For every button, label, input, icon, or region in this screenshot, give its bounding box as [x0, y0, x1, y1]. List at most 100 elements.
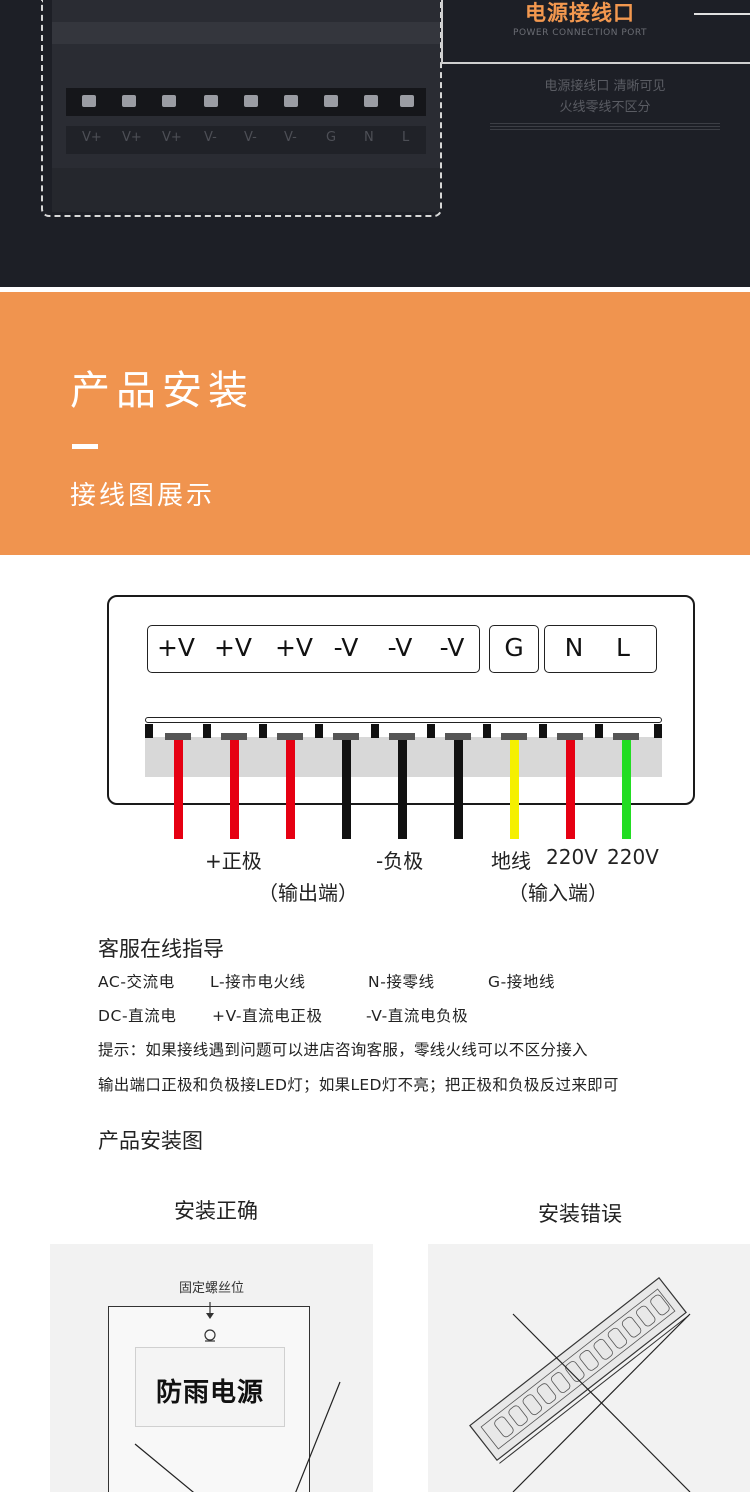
photo-terminal-label: V-: [244, 130, 257, 145]
port-section: V+ V+ V+ V- V- V- G N L 电源接线口 POWER CONN…: [0, 0, 750, 287]
wire-positive: [174, 740, 183, 839]
terminal-screw: [400, 95, 414, 107]
photo-terminal-label: G: [326, 130, 337, 145]
terminal-divider: [427, 724, 435, 738]
terminal-screw: [389, 733, 415, 740]
terminal-divider: [539, 724, 547, 738]
terminal-screw: [445, 733, 471, 740]
terminal-screw: [284, 95, 298, 107]
terminal-screw: [277, 733, 303, 740]
correct-install-image: 固定螺丝位 防雨电源: [50, 1244, 373, 1492]
terminal-label: +V: [156, 633, 196, 662]
terminal-screw: [324, 95, 338, 107]
keyhole-icon: [204, 1329, 216, 1341]
wire-positive: [230, 740, 239, 839]
terminal-screw: [204, 95, 218, 107]
photo-terminal-label: V+: [162, 130, 182, 145]
photo-terminal-label: V+: [82, 130, 102, 145]
terminal-label: -V: [387, 633, 413, 662]
negative-label: -负极: [376, 849, 424, 873]
product-label: 防雨电源: [155, 1378, 264, 1408]
port-subtitle: POWER CONNECTION PORT: [513, 28, 647, 38]
guide-heading: 客服在线指导: [98, 937, 224, 961]
wire-live: [566, 740, 575, 839]
legend-dc-negative: -V-直流电负极: [366, 1007, 469, 1025]
photo-label-row: [66, 126, 426, 154]
input-terminal-box: [544, 625, 657, 673]
wrong-install-image: [428, 1244, 750, 1492]
legend-ground: G-接地线: [488, 973, 556, 991]
terminal-label: -V: [439, 633, 465, 662]
photo-terminal-label: V-: [204, 130, 217, 145]
banner-divider: [72, 444, 98, 449]
screw-position-label: 固定螺丝位: [178, 1281, 244, 1296]
wrong-caption: 安装错误: [538, 1202, 622, 1226]
terminal-divider: [145, 724, 153, 738]
wire-negative: [398, 740, 407, 839]
wire-ground: [510, 740, 519, 839]
terminal-screw: [333, 733, 359, 740]
wire-negative: [342, 740, 351, 839]
ground-terminal-box: [489, 625, 539, 673]
legend-dc-positive: +V-直流电正极: [212, 1007, 323, 1025]
install-heading: 产品安装图: [98, 1129, 203, 1153]
terminal-label: -V: [333, 633, 359, 662]
port-description-2: 火线零线不区分: [559, 100, 651, 115]
port-description-1: 电源接线口 清晰可见: [544, 79, 666, 94]
wrong-install-drawing: [469, 1276, 691, 1492]
positive-label: +正极: [205, 849, 262, 873]
terminal-divider: [654, 724, 662, 738]
output-label: （输出端）: [258, 881, 358, 905]
legend-neutral: N-接零线: [368, 973, 435, 991]
terminal-strip-rail: [145, 717, 662, 723]
terminal-screw: [613, 733, 639, 740]
voltage-label-2: 220V: [607, 845, 659, 869]
correct-caption: 安装正确: [174, 1199, 258, 1223]
terminal-label: L: [616, 633, 630, 662]
terminal-divider: [483, 724, 491, 738]
terminal-divider: [595, 724, 603, 738]
terminal-screw: [165, 733, 191, 740]
photo-terminal-label: N: [364, 130, 374, 145]
terminal-screw: [162, 95, 176, 107]
terminal-label: N: [564, 633, 584, 662]
callout-line: [694, 13, 750, 15]
photo-base: [52, 168, 440, 212]
highlight-frame: [41, 0, 442, 217]
terminal-screw: [364, 95, 378, 107]
terminal-screw: [221, 733, 247, 740]
terminal-screw: [244, 95, 258, 107]
port-title: 电源接线口: [525, 1, 635, 25]
terminal-screw: [501, 733, 527, 740]
terminal-label: +V: [213, 633, 253, 662]
terminal-label: +V: [274, 633, 314, 662]
fine-print-decoration: [490, 121, 720, 133]
legend-dc: DC-直流电: [98, 1007, 177, 1025]
wire-negative: [454, 740, 463, 839]
terminal-divider: [259, 724, 267, 738]
tip-line-1: 提示：如果接线遇到问题可以进店咨询客服，零线火线可以不区分接入: [98, 1041, 588, 1059]
legend-ac: AC-交流电: [98, 973, 175, 991]
section-banner: 产品安装 接线图展示: [0, 292, 750, 555]
terminal-rail: [52, 22, 440, 44]
output-terminal-box: [147, 625, 480, 673]
photo-terminal-label: V+: [122, 130, 142, 145]
correct-install-drawing: [134, 1302, 341, 1492]
banner-subtitle: 接线图展示: [70, 481, 216, 511]
terminal-screw: [82, 95, 96, 107]
photo-terminal-label: V-: [284, 130, 297, 145]
terminal-screw: [557, 733, 583, 740]
ground-label: 地线: [491, 849, 531, 873]
callout-frame: [441, 0, 750, 64]
terminal-label: G: [504, 633, 524, 662]
wire-neutral: [622, 740, 631, 839]
terminal-divider: [315, 724, 323, 738]
legend-live: L-接市电火线: [210, 973, 306, 991]
input-label: （输入端）: [508, 881, 608, 905]
banner-title: 产品安装: [70, 368, 254, 414]
product-label-plate: [135, 1347, 285, 1427]
terminal-divider: [371, 724, 379, 738]
wire-positive: [286, 740, 295, 839]
terminal-block-photo: V+ V+ V+ V- V- V- G N L: [52, 0, 440, 212]
photo-terminal-label: L: [402, 130, 410, 145]
